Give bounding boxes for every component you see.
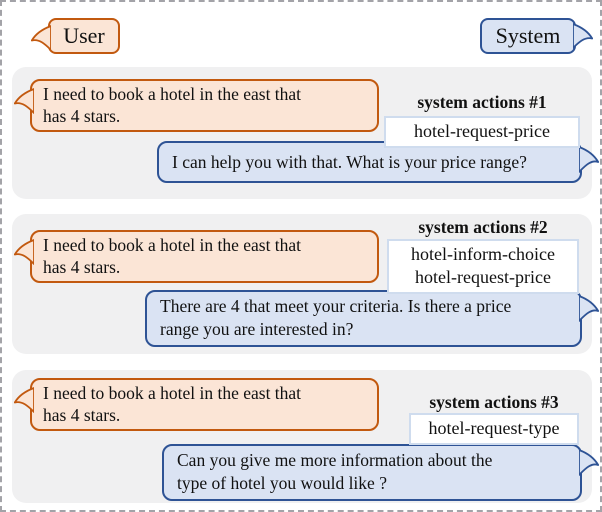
action-name: hotel-inform-choice	[411, 244, 555, 264]
speech-tail-left-icon	[31, 25, 51, 51]
system-utterance-line: Can you give me more information about t…	[177, 450, 493, 470]
dialogue-panel-3: I need to book a hotel in the east that …	[12, 370, 599, 503]
user-utterance-line: has 4 stars.	[43, 257, 121, 277]
system-utterance-line: There are 4 that meet your criteria. Is …	[160, 296, 512, 316]
action-box: hotel-request-price	[384, 116, 580, 148]
speech-tail-right-icon	[573, 23, 593, 49]
user-utterance-line: I need to book a hotel in the east that	[43, 383, 302, 403]
user-bubble: I need to book a hotel in the east that …	[14, 79, 379, 132]
system-actions-label: system actions #3	[429, 392, 559, 412]
dialogue-panel-2: I need to book a hotel in the east that …	[12, 214, 599, 354]
system-bubble: There are 4 that meet your criteria. Is …	[145, 290, 599, 347]
speech-tail-left-icon	[14, 387, 34, 413]
action-name: hotel-request-price	[414, 121, 550, 141]
speech-tail-right-icon	[579, 295, 599, 322]
system-bubble: I can help you with that. What is your p…	[157, 141, 599, 183]
speech-tail-right-icon	[579, 146, 599, 173]
system-legend: System	[480, 18, 593, 54]
system-utterance-line: I can help you with that. What is your p…	[172, 152, 527, 172]
speech-tail-left-icon	[14, 239, 34, 265]
dialogue-panel-1: I need to book a hotel in the east that …	[12, 67, 599, 199]
user-utterance-line: has 4 stars.	[43, 106, 121, 126]
user-utterance-line: I need to book a hotel in the east that	[43, 235, 302, 255]
system-actions-label: system actions #2	[418, 217, 548, 237]
system-bubble: Can you give me more information about t…	[162, 444, 599, 501]
system-utterance-line: range you are interested in?	[160, 319, 354, 339]
action-box: hotel-inform-choice hotel-request-price	[387, 239, 579, 294]
system-utterance-line: type of hotel you would like ?	[177, 473, 387, 493]
user-bubble: I need to book a hotel in the east that …	[14, 230, 379, 283]
speech-tail-right-icon	[579, 449, 599, 476]
system-legend-label: System	[495, 23, 561, 48]
system-actions-label: system actions #1	[417, 92, 547, 112]
action-box: hotel-request-type	[409, 413, 579, 445]
user-utterance-line: I need to book a hotel in the east that	[43, 84, 302, 104]
action-name: hotel-request-type	[428, 418, 560, 438]
user-legend: User	[31, 18, 120, 54]
user-legend-label: User	[63, 23, 105, 48]
speech-tail-left-icon	[14, 88, 34, 114]
action-name: hotel-request-price	[415, 267, 551, 287]
user-bubble: I need to book a hotel in the east that …	[14, 378, 379, 431]
user-utterance-line: has 4 stars.	[43, 405, 121, 425]
